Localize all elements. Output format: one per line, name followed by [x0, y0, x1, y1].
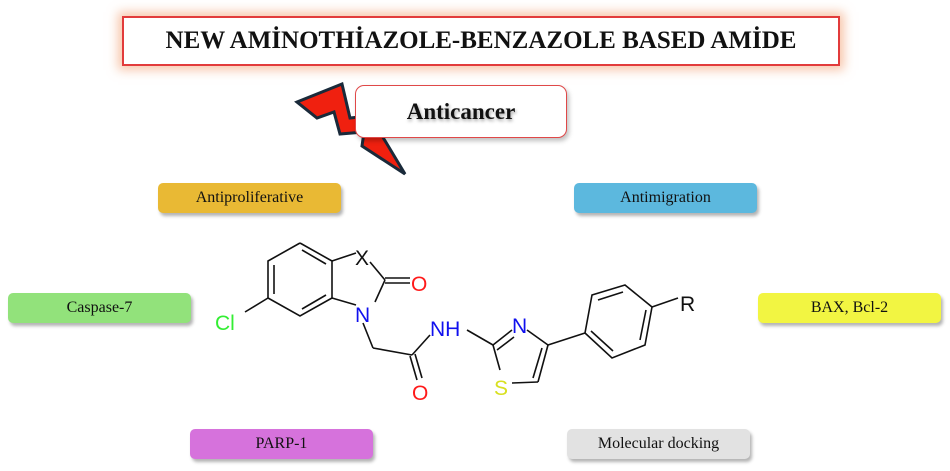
- tag-caspase-7: Caspase-7: [8, 293, 191, 323]
- tag-bax-bcl2: BAX, Bcl-2: [758, 293, 941, 323]
- title-box: NEW AMİNOTHİAZOLE-BENZAZOLE BASED AMİDE: [122, 16, 840, 66]
- anticancer-label: Anticancer: [355, 85, 567, 138]
- atom-oxygen: O: [411, 273, 427, 296]
- tag-antiproliferative: Antiproliferative: [158, 183, 341, 213]
- tag-antimigration: Antimigration: [574, 183, 757, 213]
- atom-nitrogen-thiazole: N: [512, 315, 527, 338]
- atom-chlorine: Cl: [215, 312, 235, 335]
- atom-sulfur: S: [494, 377, 508, 400]
- atom-r-group: R: [680, 293, 695, 316]
- tag-molecular-docking: Molecular docking: [567, 429, 750, 459]
- atom-oxygen-carbonyl: O: [412, 382, 428, 405]
- atom-nitrogen: N: [355, 304, 370, 327]
- atom-x: X: [355, 247, 369, 270]
- tag-parp-1: PARP-1: [190, 429, 373, 459]
- bonds: [244, 242, 679, 384]
- lightning-bolt-icon: [294, 82, 407, 176]
- atom-nh: NH: [430, 318, 460, 341]
